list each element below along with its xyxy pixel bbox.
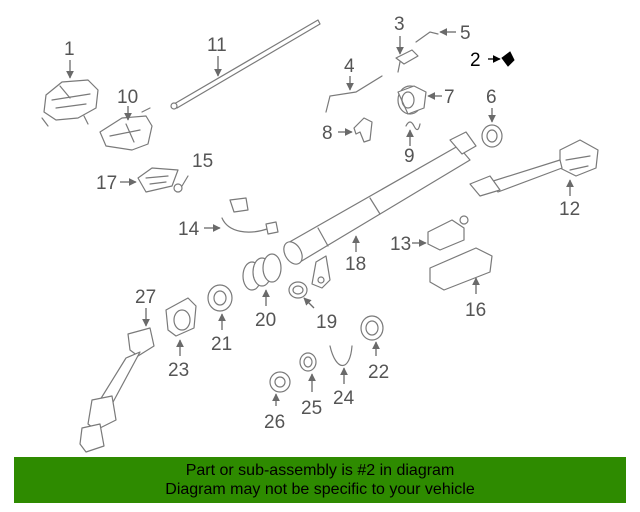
callout-23: 23 [168,360,189,381]
banner-line-2: Diagram may not be specific to your vehi… [165,481,475,498]
callout-20: 20 [255,310,276,331]
part-4-bent-rod[interactable]: 4 [325,56,383,113]
callout-5: 5 [460,23,471,44]
part-1-lock-housing[interactable]: 1 [41,39,99,127]
part-12-switch-assembly[interactable]: 12 [469,139,599,220]
callout-4: 4 [344,56,355,77]
callout-12: 12 [559,199,580,220]
callout-14: 14 [178,219,200,240]
banner-line-1: Part or sub-assembly is #2 in diagram [185,462,455,479]
part-27-intermediate-shaft[interactable]: 27 [79,287,156,453]
steering-column-exploded-diagram: 1 10 11 17 15 [41,14,599,453]
callout-10: 10 [117,87,138,108]
callout-25: 25 [301,398,322,419]
callout-11: 11 [207,35,227,56]
callout-26: 26 [264,412,285,433]
part-7-bushing[interactable]: 7 [397,85,455,115]
callout-21: 21 [211,334,232,355]
leader-19 [303,297,315,309]
callout-27: 27 [135,287,156,308]
callout-18: 18 [345,254,366,275]
callout-1: 1 [64,39,75,60]
callout-7: 7 [444,87,455,108]
callout-8: 8 [322,123,333,144]
callout-13: 13 [390,234,411,255]
callout-22: 22 [368,362,389,383]
callout-9: 9 [404,146,415,167]
part-6-ring[interactable]: 6 [481,87,503,148]
part-18-column-jacket[interactable]: 18 [280,131,477,289]
callout-3: 3 [394,14,405,35]
highlight-banner: Part or sub-assembly is #2 in diagram Di… [14,457,626,503]
part-9-spring[interactable]: 9 [404,121,421,167]
part-17-pad[interactable]: 17 [96,167,179,194]
part-24-u-clip[interactable]: 24 [329,345,355,409]
part-15-screw[interactable]: 15 [173,151,213,193]
callout-15: 15 [192,151,213,172]
part-23-sleeve[interactable]: 23 [165,297,197,381]
part-25-ring[interactable]: 25 [299,352,322,419]
callout-17: 17 [96,173,117,194]
callout-19: 19 [316,312,337,333]
part-20-bearing-set[interactable]: 20 [242,253,282,331]
callout-16: 16 [465,300,486,321]
callout-24: 24 [333,388,355,409]
part-22-seal[interactable]: 22 [360,315,389,383]
part-13-switch[interactable]: 13 [390,215,469,255]
part-26-cap[interactable]: 26 [264,371,291,433]
part-10-bracket[interactable]: 10 [99,87,153,151]
part-19-washer[interactable]: 19 [288,281,337,333]
callout-2: 2 [470,50,481,71]
part-16-cover[interactable]: 16 [429,247,493,321]
part-5-clip[interactable]: 5 [415,23,471,44]
part-11-rod[interactable]: 11 [170,19,321,110]
part-3-lever[interactable]: 3 [394,14,419,73]
part-2-bolt-highlighted[interactable]: 2 [470,50,515,71]
part-14-wire-harness[interactable]: 14 [178,197,279,240]
part-21-bearing[interactable]: 21 [207,284,233,355]
part-8-clip[interactable]: 8 [322,117,373,144]
callout-6: 6 [486,87,497,108]
